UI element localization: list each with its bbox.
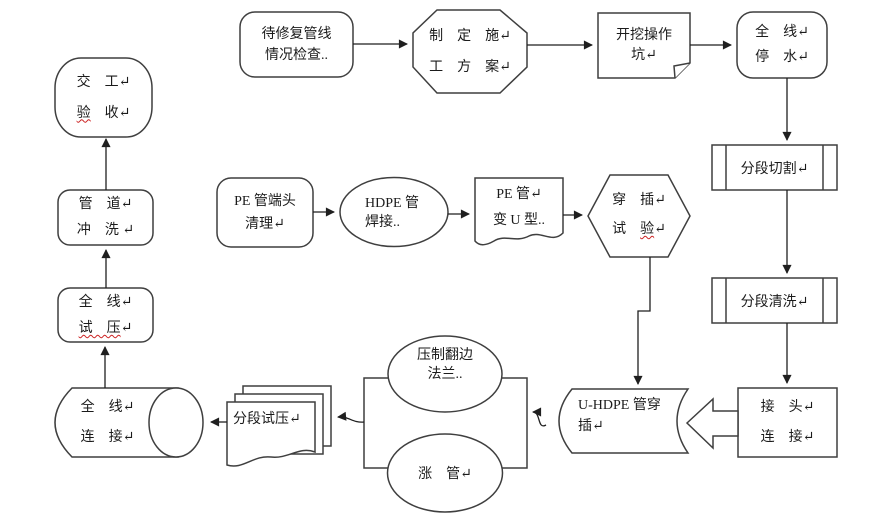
shape-accept-roundrect	[54, 57, 153, 138]
shape-flange-ellipse	[387, 335, 503, 413]
shape-connect-cylinder-face	[148, 387, 204, 458]
arrow-flange-frame-to-seg-test	[336, 411, 365, 423]
shape-clean-predefined-process	[711, 277, 838, 324]
arrow-test-insert-to-insert	[633, 257, 651, 386]
shape-u-shape-document	[474, 177, 564, 246]
shape-test-insert-hexagon	[587, 174, 691, 258]
shape-weld-ellipse	[339, 176, 449, 248]
shape-insert-pipe-cylinder	[558, 388, 690, 454]
shape-stop-water-roundrect	[736, 11, 828, 79]
shape-pe-clean-roundrect	[216, 177, 314, 248]
shape-cut-predefined-process	[711, 144, 838, 191]
shape-dig-fold-flap	[673, 62, 691, 79]
shape-joint-rect	[737, 387, 838, 458]
shape-flush-roundrect	[57, 189, 154, 246]
shape-connect-cylinder-body	[54, 387, 179, 458]
block-arrow-joint-to-insert	[685, 397, 739, 450]
shape-inspect-roundrect	[239, 11, 354, 78]
shape-line-test-roundrect	[57, 287, 154, 343]
arrow-insert-to-flange-frame	[531, 407, 547, 427]
shape-expand-ellipse	[386, 433, 504, 513]
shape-plan-octagon	[412, 9, 528, 94]
shape-seg-test-document-front	[226, 401, 316, 467]
